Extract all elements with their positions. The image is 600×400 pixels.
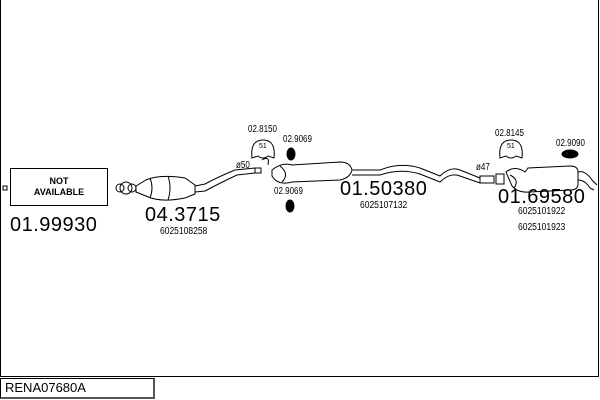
rubber-mount-icon: [285, 199, 295, 213]
part-number[interactable]: 01.99930: [10, 214, 98, 236]
not-available-text: NOT: [49, 176, 69, 186]
front-pipe-icon: [194, 167, 262, 193]
oem-number: 6025101922: [518, 206, 566, 217]
rubber-mount-icon: [561, 149, 579, 159]
not-available-box: NOT AVAILABLE: [10, 168, 108, 206]
part-number[interactable]: 04.3715: [145, 204, 221, 226]
diagram-frame: [0, 0, 599, 377]
not-available-text: AVAILABLE: [33, 187, 85, 197]
accessory-number[interactable]: 02.8150: [248, 124, 277, 135]
clamp-icon: [251, 139, 275, 159]
front-flange-icon: [115, 181, 137, 195]
rubber-mount-icon: [286, 147, 296, 161]
middle-pipe-icon: [352, 164, 505, 185]
accessory-number[interactable]: 02.8145: [495, 128, 524, 139]
part-number[interactable]: 01.50380: [340, 178, 428, 200]
oem-number: 6025101923: [518, 222, 566, 233]
connector-mark: [2, 185, 8, 191]
accessory-number[interactable]: 02.9069: [274, 186, 303, 197]
rear-silencer-icon: [505, 165, 598, 193]
clamp-icon: [499, 139, 523, 159]
clamp-label: 51: [507, 143, 515, 150]
clamp-label: 51: [259, 143, 267, 150]
oem-number: 6025107132: [360, 200, 408, 211]
accessory-number[interactable]: 02.9069: [283, 134, 312, 145]
pipe-diameter: ø47: [476, 162, 490, 173]
oem-number: 6025108258: [160, 226, 208, 237]
middle-silencer-icon: [261, 157, 353, 184]
part-number[interactable]: 01.69580: [498, 186, 586, 208]
reference-code: RENA07680A: [0, 378, 155, 399]
accessory-number[interactable]: 02.9090: [556, 138, 585, 149]
catalytic-converter-icon: [135, 175, 196, 201]
pipe-diameter: ø50: [236, 160, 250, 171]
